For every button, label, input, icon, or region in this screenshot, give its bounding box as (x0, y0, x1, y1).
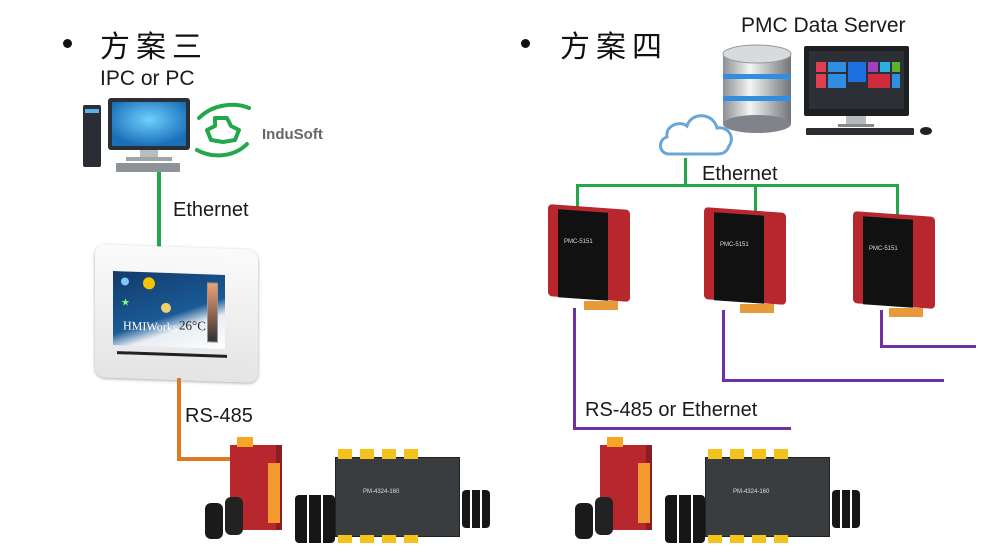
current-transformers (205, 497, 245, 541)
hmi-screen: ★ HMIWorks 26°C (113, 271, 225, 349)
ethernet-label-right: Ethernet (702, 163, 778, 185)
bullet-left (63, 39, 72, 48)
ethernet-trunk (684, 158, 687, 186)
ethernet-drop-2 (754, 184, 757, 212)
ethernet-drop-1 (576, 184, 579, 210)
module-model-label: PM-4324-160 (363, 489, 400, 495)
indusoft-logo-icon (195, 102, 251, 158)
pmc-model-label: PMC-5151 (720, 242, 749, 248)
field-link-2-horizontal (722, 379, 944, 382)
monitor-workstation-icon (804, 46, 932, 135)
pmc-controller-2: PMC-5151 (704, 207, 786, 313)
heading-scheme-3: 方案三 (100, 30, 208, 65)
hmi-brand: HMIWorks (123, 318, 178, 335)
indusoft-label: InduSoft (262, 126, 323, 143)
database-server-icon (722, 44, 792, 133)
rs485-link-vertical (177, 378, 181, 460)
ethernet-link-left (157, 172, 161, 247)
field-link-3-horizontal (880, 345, 976, 348)
current-transformers (575, 497, 615, 541)
ethernet-bus (576, 184, 898, 187)
pmc-model-label: PMC-5151 (869, 246, 898, 252)
pmc-model-label: PMC-5151 (564, 239, 593, 245)
pc-label: IPC or PC (100, 67, 195, 90)
power-meter-assembly-left: PM-4324-160 (200, 435, 490, 553)
heading-scheme-4: 方案四 (560, 30, 668, 65)
pmc-controller-1: PMC-5151 (548, 204, 630, 310)
bullet-right (521, 39, 530, 48)
cloud-icon (659, 114, 733, 156)
pmc-data-server-label: PMC Data Server (741, 14, 906, 37)
module-model-label: PM-4324-160 (733, 489, 770, 495)
ethernet-label-left: Ethernet (173, 199, 249, 221)
rs485-or-ethernet-label: RS-485 or Ethernet (585, 399, 758, 421)
hmi-temperature: 26°C (179, 317, 206, 334)
field-link-3-vertical (880, 310, 883, 347)
ethernet-drop-3 (896, 184, 899, 218)
power-meter-assembly-right: PM-4324-160 (570, 435, 860, 553)
multi-channel-meter-module: PM-4324-160 (705, 457, 830, 537)
field-link-2-vertical (722, 310, 725, 381)
desktop-pc-icon (83, 98, 190, 172)
rs485-label: RS-485 (185, 405, 253, 427)
rs485-link-horizontal (177, 457, 231, 461)
multi-channel-meter-module: PM-4324-160 (335, 457, 460, 537)
field-link-1-horizontal (573, 427, 791, 430)
hmi-touch-panel: ★ HMIWorks 26°C (95, 244, 258, 383)
field-link-1-vertical (573, 308, 576, 430)
pmc-controller-3: PMC-5151 (853, 211, 935, 317)
